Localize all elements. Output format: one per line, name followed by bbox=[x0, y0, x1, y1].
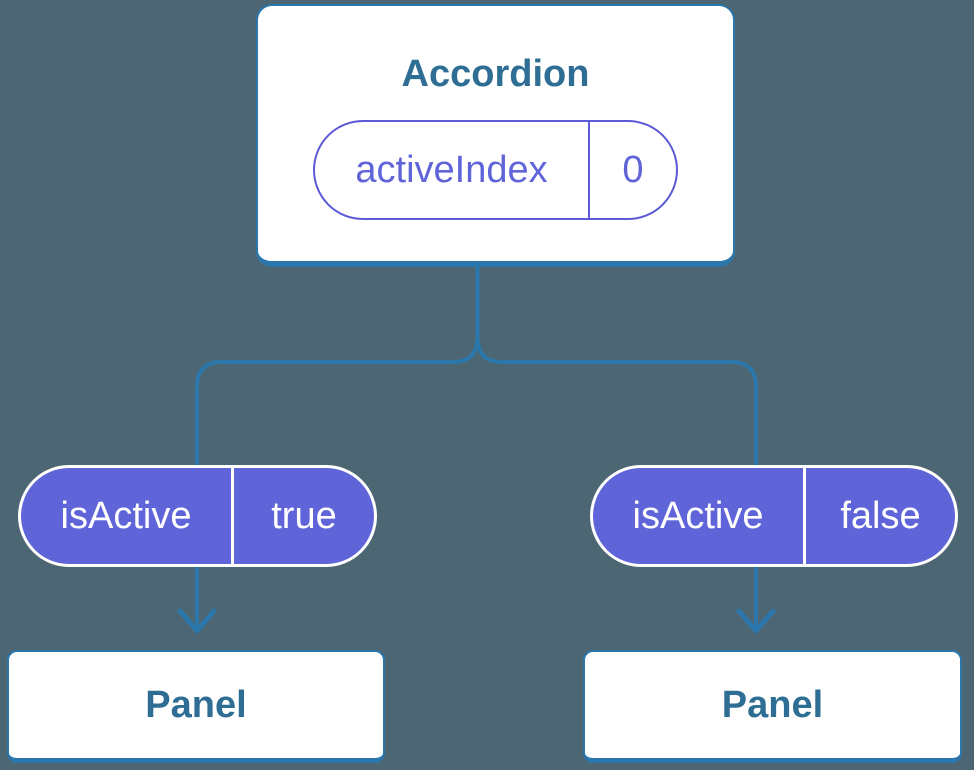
panel-title: Panel bbox=[145, 683, 247, 726]
prop-name-label: isActive bbox=[632, 494, 764, 537]
accordion-title: Accordion bbox=[401, 53, 590, 95]
prop-value-label: true bbox=[231, 468, 374, 564]
prop-value-label: false bbox=[803, 468, 955, 564]
left-branch-connector bbox=[195, 265, 480, 628]
state-pill-activeindex: activeIndex 0 bbox=[313, 120, 678, 220]
right-branch-connector bbox=[475, 265, 758, 628]
accordion-component-card: Accordion activeIndex 0 bbox=[256, 4, 735, 267]
panel-component-card-right: Panel bbox=[583, 650, 962, 763]
right-arrow-down-icon bbox=[736, 608, 776, 634]
state-value-label: 0 bbox=[588, 122, 676, 218]
left-arrow-down-icon bbox=[177, 608, 217, 634]
state-name-label: activeIndex bbox=[355, 148, 548, 191]
prop-name-label: isActive bbox=[60, 494, 192, 537]
prop-pill-isactive-true: isActive true bbox=[18, 465, 377, 567]
prop-pill-isactive-false: isActive false bbox=[590, 465, 958, 567]
panel-component-card-left: Panel bbox=[7, 650, 385, 763]
panel-title: Panel bbox=[721, 683, 824, 726]
